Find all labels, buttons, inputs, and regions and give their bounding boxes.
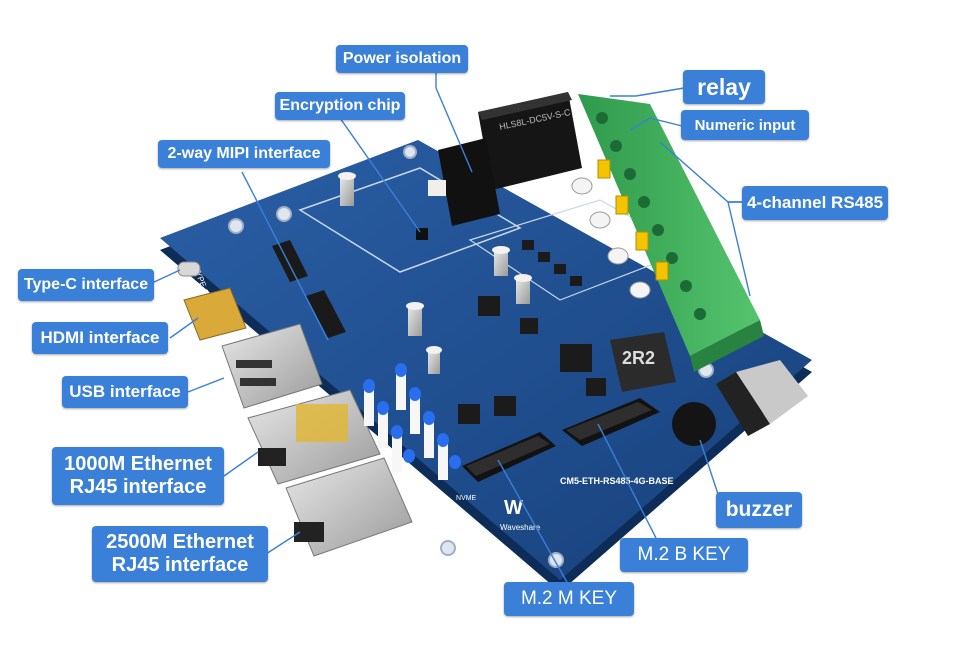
silkscreen-outline bbox=[298, 167, 522, 273]
label-numeric-input: Numeric input bbox=[681, 110, 809, 140]
inductor-text: 2R2 bbox=[622, 348, 655, 368]
standoffs bbox=[338, 172, 532, 374]
label-mipi-interface: 2-way MIPI interface bbox=[158, 140, 330, 168]
label-2500m-line2: RJ45 interface bbox=[111, 554, 249, 576]
rj45-2500m bbox=[285, 457, 413, 557]
label-1000m-line1: 1000M Ethernet bbox=[64, 453, 212, 475]
hdmi-port bbox=[183, 287, 247, 341]
rj45-1000m bbox=[247, 389, 381, 485]
nvme-silkscreen: NVME bbox=[456, 495, 477, 502]
label-typec-interface: Type-C interface bbox=[18, 269, 154, 301]
inductor: 2R2 bbox=[610, 332, 676, 392]
label-m2-m-key: M.2 M KEY bbox=[504, 582, 634, 616]
label-2500m-line1: 2500M Ethernet bbox=[106, 531, 254, 553]
usb-ports bbox=[221, 323, 323, 409]
label-rs485: 4-channel RS485 bbox=[742, 186, 888, 220]
light-pipes bbox=[363, 363, 461, 480]
eth-silkscreen: ETH 1 bbox=[328, 583, 351, 592]
label-m2-b-key: M.2 B KEY bbox=[620, 538, 748, 572]
label-1000m-ethernet: 1000M Ethernet RJ45 interface bbox=[52, 447, 224, 505]
terminal-block bbox=[578, 94, 764, 372]
leader-lines bbox=[151, 72, 751, 585]
label-1000m-line2: RJ45 interface bbox=[69, 476, 207, 498]
label-usb-interface: USB interface bbox=[62, 376, 188, 408]
label-hdmi-interface: HDMI interface bbox=[32, 322, 168, 354]
model-silkscreen: CM5-ETH-RS485-4G-BASE bbox=[560, 476, 674, 486]
brand-silkscreen: Waveshare bbox=[500, 523, 541, 532]
mipi-connectors bbox=[272, 240, 346, 338]
typec-port bbox=[177, 261, 201, 277]
label-encryption-chip: Encryption chip bbox=[275, 92, 405, 120]
isolation-module bbox=[438, 138, 500, 226]
label-buzzer: buzzer bbox=[716, 492, 802, 528]
misc-components bbox=[458, 240, 606, 424]
m2-m-slot bbox=[462, 432, 556, 482]
buzzer-component bbox=[672, 402, 716, 446]
jumpers bbox=[597, 159, 669, 281]
pcb-board bbox=[160, 140, 812, 580]
label-2500m-ethernet: 2500M Ethernet RJ45 interface bbox=[92, 526, 268, 582]
small-connector bbox=[428, 180, 446, 196]
relay-component: HLS8L-DC5V-S-C bbox=[478, 92, 582, 190]
dc-jack: DC 7~36V bbox=[716, 360, 808, 446]
dc-text: DC 7~36V bbox=[756, 437, 794, 446]
brand-logo: W bbox=[504, 497, 523, 519]
label-power-isolation: Power isolation bbox=[336, 45, 468, 73]
label-relay: relay bbox=[683, 70, 765, 104]
fuses bbox=[571, 177, 651, 299]
m2-b-slot bbox=[562, 398, 660, 446]
